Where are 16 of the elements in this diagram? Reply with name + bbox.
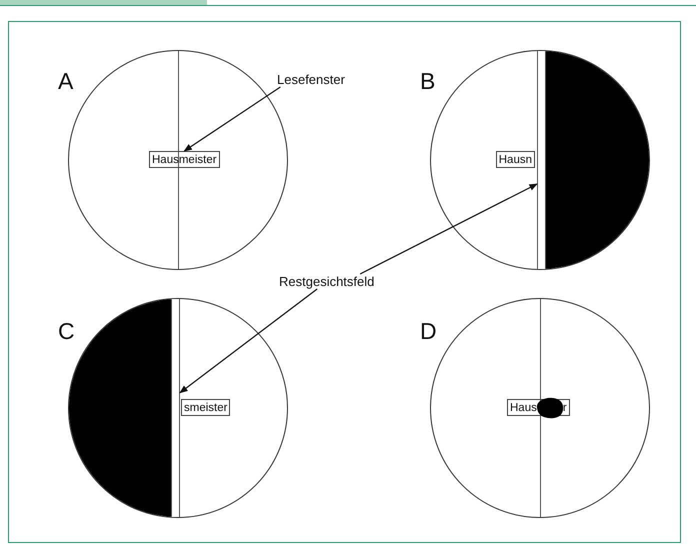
arrow bbox=[360, 183, 538, 275]
callout-text: Lesefenster bbox=[277, 72, 345, 87]
residual-field-strip bbox=[537, 51, 546, 269]
arrow bbox=[184, 86, 281, 152]
panel-letter: D bbox=[420, 318, 437, 345]
word-fragment: Haus bbox=[510, 402, 537, 414]
residual-field-strip bbox=[171, 299, 180, 517]
panel-letter: A bbox=[58, 68, 74, 95]
callout-text: Restgesichtsfeld bbox=[279, 274, 374, 289]
word-box: smeister bbox=[181, 399, 230, 416]
panel-letter: C bbox=[58, 318, 75, 345]
word-box bbox=[507, 399, 570, 416]
panel-letter: B bbox=[420, 68, 436, 95]
word-fragment: r bbox=[562, 402, 567, 414]
arrow bbox=[179, 288, 318, 394]
word-box: Hausn bbox=[496, 151, 535, 168]
